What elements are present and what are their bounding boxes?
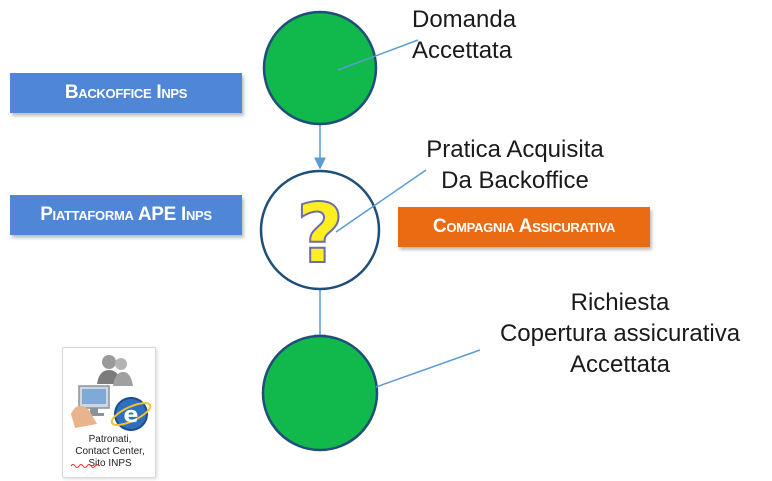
callout-line-1	[337, 39, 419, 71]
compagnia-assicurativa-label: Compagnia Assicurativa	[398, 207, 650, 247]
node-domanda-accettata	[262, 10, 378, 126]
caption-line: Sito INPS	[88, 458, 132, 469]
spellcheck-underline	[71, 464, 99, 468]
person-icon	[71, 405, 97, 428]
note-line: Pratica Acquisita	[426, 136, 604, 163]
people-icon	[97, 355, 133, 386]
note-line: Richiesta	[570, 289, 670, 316]
callout-line-2	[335, 169, 427, 233]
caption-line: Patronati,	[88, 434, 132, 445]
note-line: Copertura assicurativa	[499, 320, 741, 347]
question-mark-icon: ?	[296, 187, 344, 282]
note-line: Accettata	[412, 37, 513, 64]
note-line: Da Backoffice	[441, 167, 589, 194]
node-copertura-accettata	[261, 334, 379, 452]
node-pending	[259, 169, 381, 291]
badge-letter: e	[124, 403, 139, 428]
backoffice-inps-label: Backoffice Inps	[10, 73, 242, 113]
internet-explorer-icon: e	[110, 397, 152, 431]
channels-illustration: e	[71, 355, 152, 431]
piattaforma-ape-inps-label: Piattaforma APE Inps	[10, 195, 242, 235]
callout-line-3	[375, 349, 481, 388]
note-line: Domanda	[412, 6, 517, 33]
note-copertura-accettata: Richiesta Copertura assicurativa Accetta…	[470, 287, 770, 380]
channels-card: e Patronati, Contact Center, Sito INPS	[62, 347, 156, 478]
note-domanda-accettata: Domanda Accettata	[400, 4, 550, 66]
note-line: Accettata	[569, 351, 671, 378]
card-caption: Patronati, Contact Center, Sito INPS	[63, 434, 157, 470]
monitor-icon	[78, 385, 110, 416]
caption-line: Contact Center,	[75, 446, 145, 457]
note-pratica-acquisita: Pratica Acquisita Da Backoffice	[400, 134, 630, 196]
